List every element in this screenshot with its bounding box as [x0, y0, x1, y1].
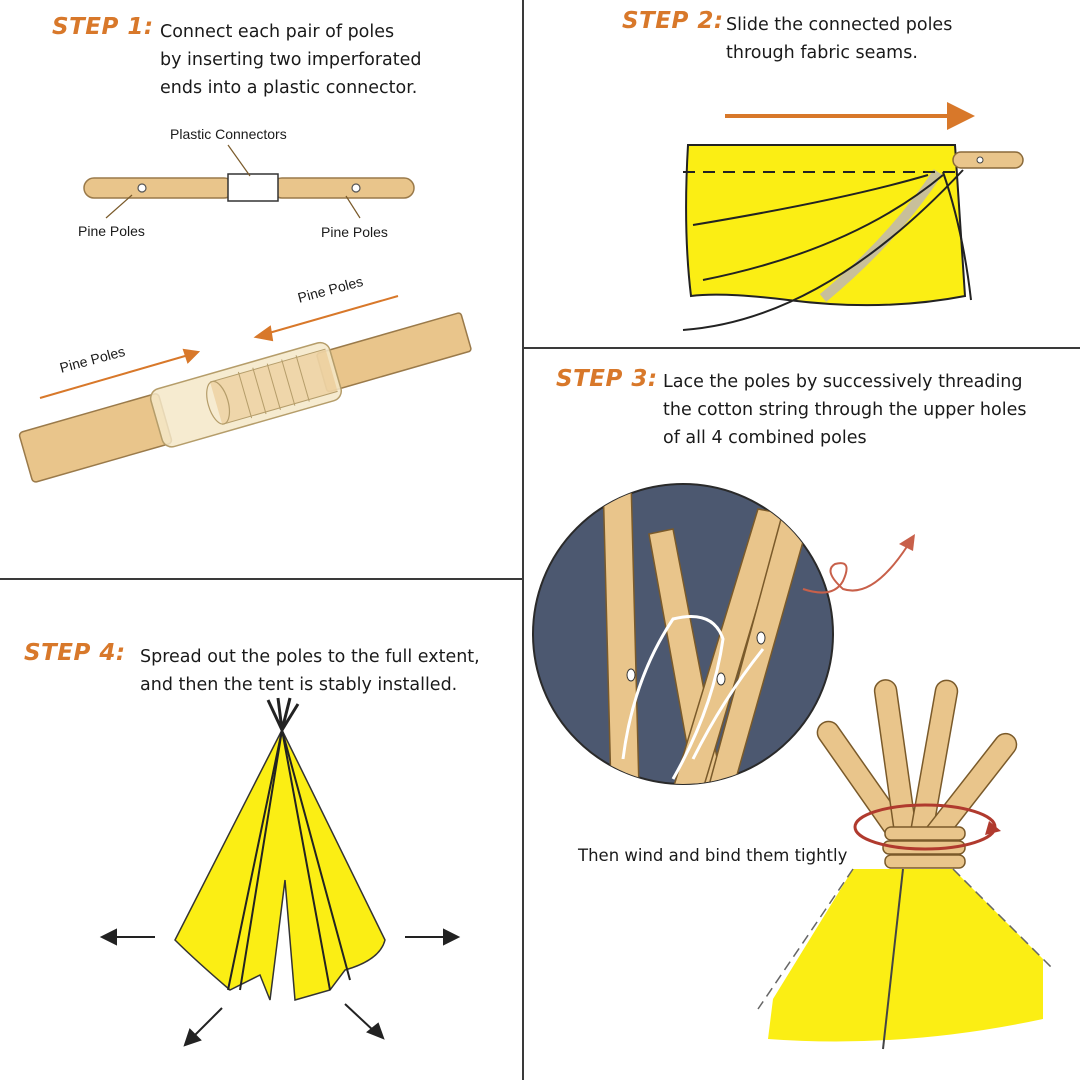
step3-line-1: Lace the poles by successively threading	[663, 372, 1023, 392]
pine-pole-right	[271, 177, 415, 199]
step4-line-2: and then the tent is stably installed.	[140, 675, 458, 695]
curl-arrow	[802, 544, 909, 594]
step1-line-2: by inserting two imperforated	[160, 50, 422, 70]
step2-title: STEP 2:	[622, 8, 724, 34]
step4-title: STEP 4:	[24, 640, 126, 666]
tent-top-poles	[266, 697, 300, 731]
step3-title: STEP 3:	[556, 366, 658, 392]
pine-pole-left	[83, 177, 235, 199]
divider-vertical	[522, 0, 524, 1080]
divider-right-horizontal	[523, 347, 1080, 349]
arrow-left-to-right	[39, 348, 201, 399]
plastic-connector	[227, 173, 279, 202]
bound-poles	[816, 679, 1018, 860]
pole-end	[952, 151, 1024, 169]
step3-line-2: the cotton string through the upper hole…	[663, 400, 1027, 420]
fabric-panel	[685, 144, 967, 307]
spread-arrows	[99, 928, 461, 1047]
step1-line-1: Connect each pair of poles	[160, 22, 395, 42]
arrow-slide-right	[725, 102, 975, 130]
label-pine-poles-right: Pine Poles	[321, 224, 388, 240]
diagonal-pole-assembly	[18, 312, 472, 483]
step2-line-2: through fabric seams.	[726, 43, 918, 63]
bound-fabric	[768, 869, 1043, 1042]
tent-fabric	[174, 728, 386, 1001]
step1-line-3: ends into a plastic connector.	[160, 78, 418, 98]
step2-fabric-diagram	[682, 102, 1024, 331]
step3-bind-label: Then wind and bind them tightly	[578, 846, 848, 865]
step4-instructions: Spread out the poles to the full extent,…	[140, 643, 480, 699]
label-pine-poles-left: Pine Poles	[78, 223, 145, 239]
arrow-right-to-left	[253, 295, 399, 342]
step1-title: STEP 1:	[52, 14, 154, 40]
step4-tent-diagram	[99, 697, 461, 1047]
step2-line-1: Slide the connected poles	[726, 15, 953, 35]
pole-hole-left	[137, 183, 147, 193]
step4-line-1: Spread out the poles to the full extent,	[140, 647, 480, 667]
step3-line-3: of all 4 combined poles	[663, 428, 867, 448]
step3-lacing-diagram	[532, 483, 1054, 1050]
divider-left-horizontal	[0, 578, 523, 580]
step2-instructions: Slide the connected poles through fabric…	[726, 11, 952, 67]
pole-hole-right	[351, 183, 361, 193]
step1-pole-diagram	[18, 144, 472, 483]
step1-instructions: Connect each pair of poles by inserting …	[160, 18, 422, 102]
step3-instructions: Lace the poles by successively threading…	[663, 368, 1026, 452]
label-plastic-connectors: Plastic Connectors	[170, 126, 287, 142]
